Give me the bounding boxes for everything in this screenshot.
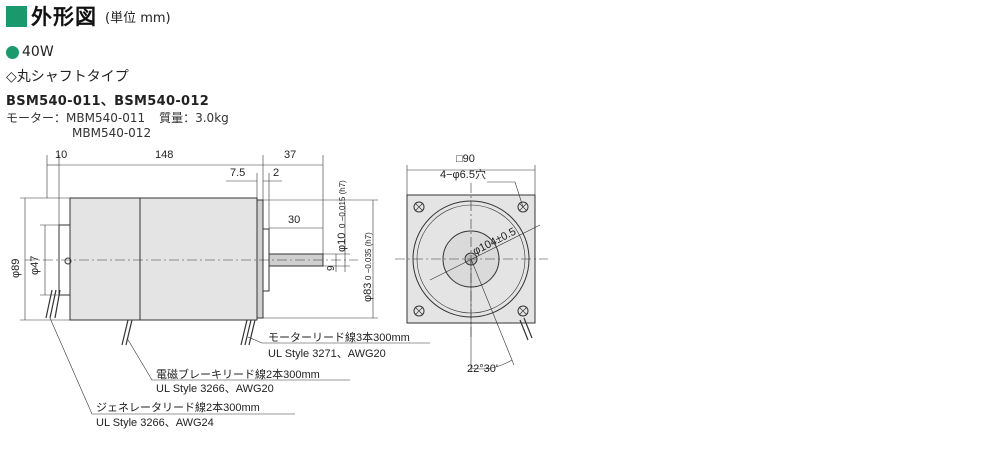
dim-angle: 22°30': [467, 363, 498, 375]
mount-hole: [413, 201, 425, 213]
brake-lead-spec: UL Style 3266、AWG20: [156, 383, 274, 395]
dim-phi89: φ89: [10, 259, 22, 278]
dim-phi10-tolerance: 0 −0.015 (h7): [338, 180, 347, 228]
model-codes: BSM540-011、BSM540-012: [6, 94, 210, 109]
bullet-dot-icon: [6, 45, 19, 59]
shaft-type: ◇丸シャフトタイプ: [6, 69, 129, 85]
section-header: 外形図 (単位 mm): [6, 2, 171, 30]
brake-leads: [121, 319, 133, 346]
dim-148: 148: [155, 149, 173, 161]
motor-model-2: MBM540-012: [72, 126, 152, 140]
motor-lead-spec: UL Style 3271、AWG20: [268, 348, 386, 360]
unit-label: (単位 mm): [105, 10, 171, 26]
dim-10: 10: [55, 149, 67, 161]
generator-leads: [45, 289, 61, 319]
motor-label: モーター：: [6, 111, 67, 125]
dim-30: 30: [288, 214, 300, 226]
spec-line-1: モーター：MBM540-011 質量：3.0kg: [6, 109, 229, 126]
motor-leads: [240, 319, 256, 346]
dim-7-5: 7.5: [230, 167, 245, 179]
dim-37: 37: [284, 149, 296, 161]
dim-square: □90: [456, 153, 475, 165]
dim-phi47: φ47: [29, 256, 41, 275]
dim-phi83: φ83: [362, 283, 374, 302]
front-leads: [519, 317, 533, 341]
motor-model-1: MBM540-011: [66, 111, 146, 125]
dim-phi83-tolerance: 0 −0.035 (h7): [364, 232, 373, 280]
flange: [256, 199, 264, 319]
mass-label: 質量：: [159, 111, 196, 125]
rear-mark: [64, 257, 72, 265]
output-label: 40W: [22, 44, 54, 60]
brake-lead-label: 電磁ブレーキリード線2本300mm: [156, 367, 320, 381]
motor-lead-label: モーターリード線3本300mm: [268, 330, 410, 344]
mount-hole: [517, 305, 529, 317]
dim-9: 9: [326, 265, 337, 271]
dim-phi10: φ10: [336, 233, 348, 252]
motor-body: [139, 197, 258, 321]
generator-lead-spec: UL Style 3266、AWG24: [96, 417, 214, 429]
page-title: 外形図: [31, 5, 97, 29]
output-row: 40W: [6, 44, 54, 60]
mount-hole: [413, 305, 425, 317]
header-square-icon: [6, 5, 27, 27]
dim-2: 2: [273, 167, 279, 179]
dim-holes: 4−φ6.5穴: [440, 167, 486, 181]
mount-hole: [517, 201, 529, 213]
generator-body: [69, 197, 141, 321]
generator-lead-label: ジェネレータリード線2本300mm: [96, 400, 260, 414]
mass-value: 3.0kg: [195, 111, 229, 125]
